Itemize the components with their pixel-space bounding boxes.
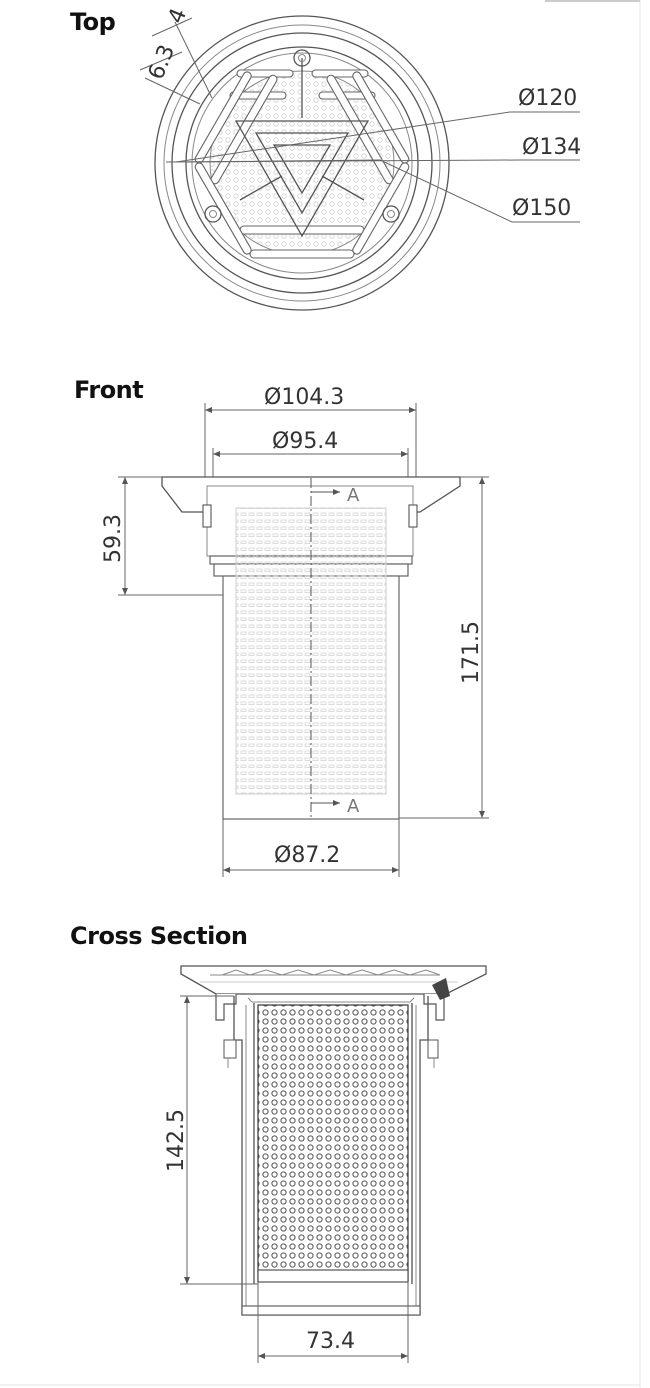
section-bottom-plate xyxy=(241,1305,421,1316)
section-mark-bottom: A xyxy=(347,796,360,817)
outer-rim-circle xyxy=(154,15,450,311)
section-dim-73: 73.4 xyxy=(306,1329,355,1354)
section-mark-top: A xyxy=(347,485,360,506)
top-dim-d134: Ø134 xyxy=(522,135,581,160)
screw-holes xyxy=(204,49,400,223)
grate-slots xyxy=(194,69,410,259)
front-dim-59: 59.3 xyxy=(101,514,126,563)
grate-circle xyxy=(185,46,419,280)
front-view-drawing: A A Ø104.3 Ø95.4 59.3 171.5 Ø87.2 xyxy=(101,385,489,877)
grate-inner-circle xyxy=(191,52,413,274)
top-dim-4: 4 xyxy=(164,5,192,27)
section-dim-142: 142.5 xyxy=(164,1109,189,1172)
triangle-motif xyxy=(234,58,370,238)
section-basket xyxy=(257,1004,409,1282)
front-dim-d95: Ø95.4 xyxy=(272,429,338,454)
front-dim-d104: Ø104.3 xyxy=(264,385,344,410)
top-dim-6-3: 6.3 xyxy=(144,41,180,83)
flange-circle xyxy=(171,32,433,294)
front-view-title: Front xyxy=(74,376,144,404)
top-dim-d120: Ø120 xyxy=(518,86,577,111)
top-view-title: Top xyxy=(70,8,116,36)
front-dim-d87: Ø87.2 xyxy=(274,843,340,868)
cross-section-title: Cross Section xyxy=(70,922,248,950)
rim-inner-circle xyxy=(163,24,441,302)
top-dim-d150: Ø150 xyxy=(512,196,571,221)
top-view-drawing: 4 6.3 Ø120 Ø134 Ø150 xyxy=(139,5,581,311)
cross-section-drawing: 142.5 73.4 xyxy=(164,965,487,1363)
front-dim-171: 171.5 xyxy=(459,621,484,684)
top-leaders xyxy=(139,17,580,223)
